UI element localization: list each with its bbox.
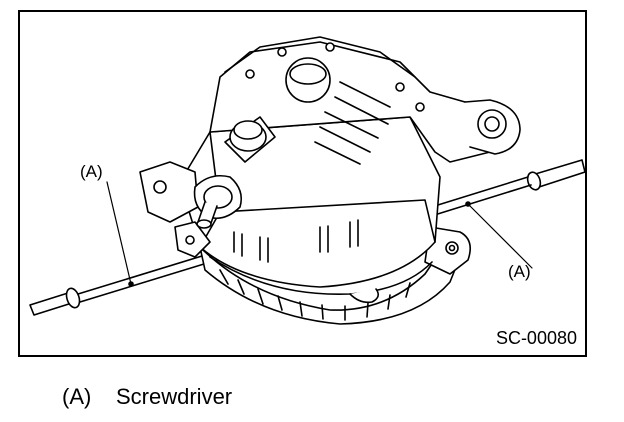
legend-item: (A) Screwdriver	[62, 384, 232, 410]
leader-line-left	[106, 181, 132, 285]
callout-label-left: (A)	[80, 162, 103, 181]
legend-key: (A)	[62, 384, 92, 409]
screwdriver-left	[29, 244, 243, 316]
alternator-body	[139, 36, 521, 325]
legend-text: Screwdriver	[116, 384, 233, 409]
alternator-illustration	[29, 36, 585, 325]
diagram-frame: (A) (A) SC-00080	[18, 10, 587, 357]
leader-line-right	[467, 203, 533, 269]
callout-label-right: (A)	[508, 262, 531, 281]
figure-code: SC-00080	[495, 328, 577, 348]
